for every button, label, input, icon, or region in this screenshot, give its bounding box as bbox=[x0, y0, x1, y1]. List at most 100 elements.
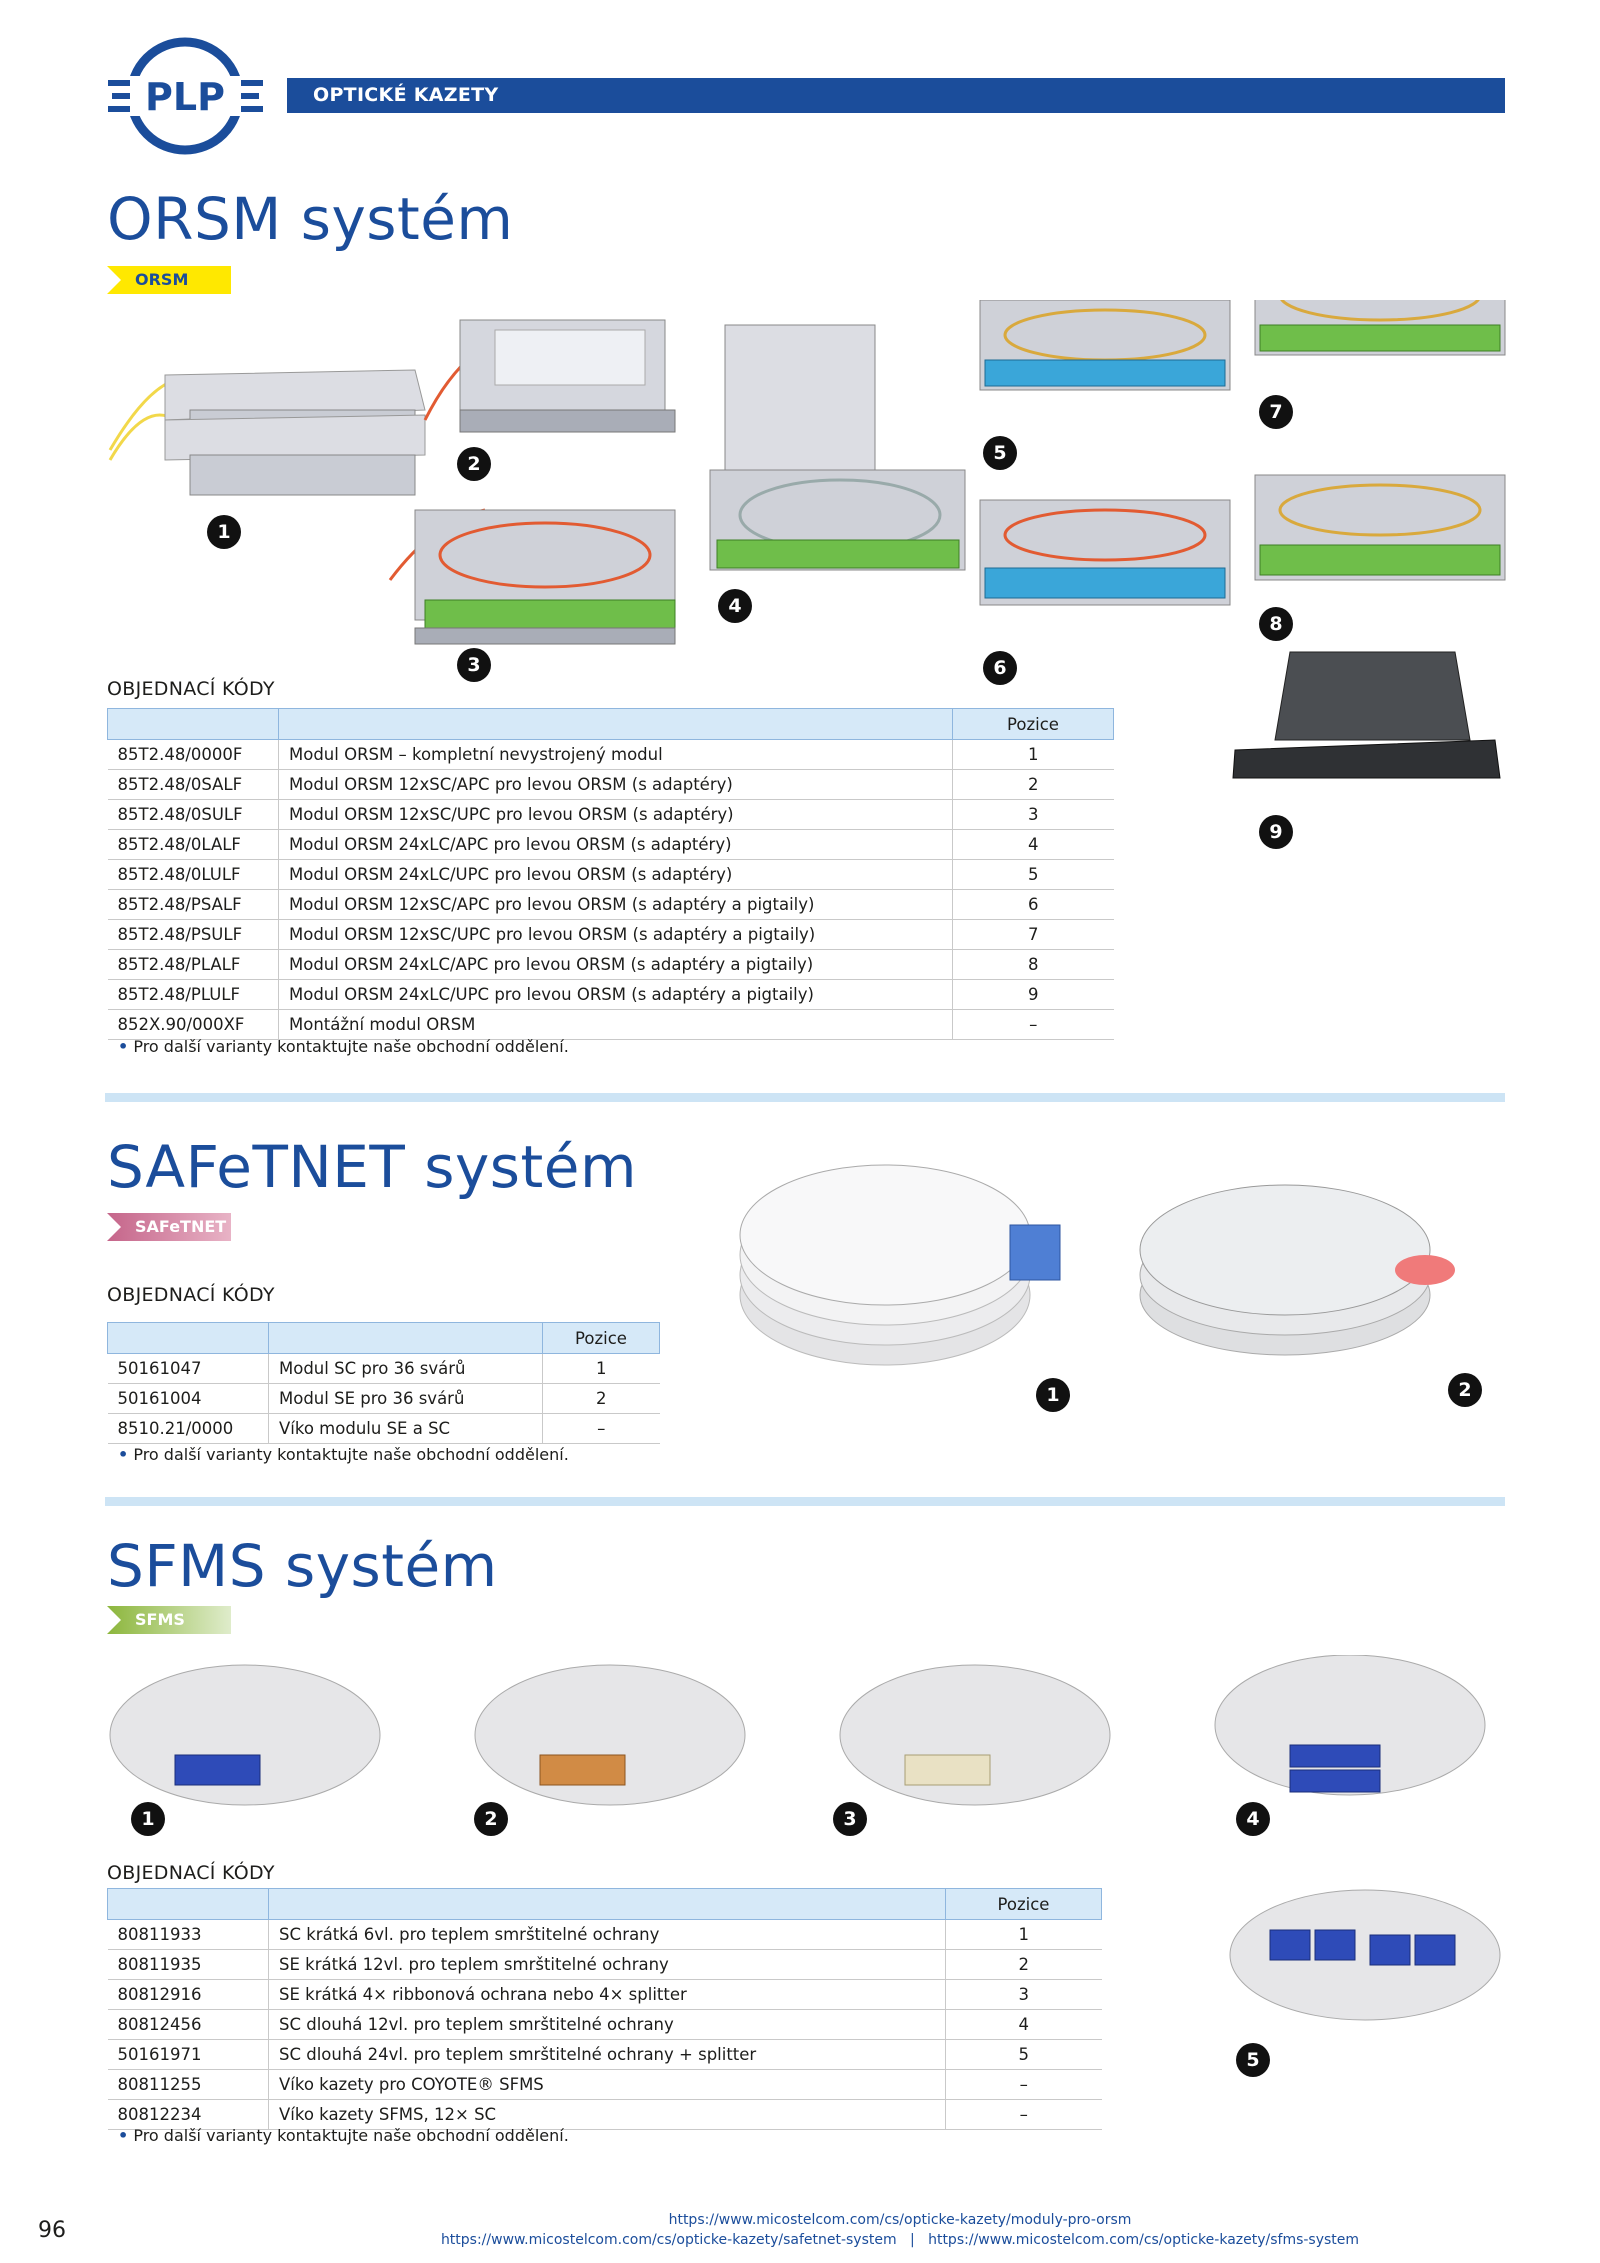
safetnet-tag: SAFeTNET bbox=[107, 1213, 231, 1241]
sfms-image-4 bbox=[1214, 1655, 1486, 1796]
sfms-note: • Pro další varianty kontaktujte naše ob… bbox=[118, 2126, 569, 2145]
table-header-row: Pozice bbox=[107, 708, 1114, 740]
order-code: 8510.21/0000 bbox=[107, 1413, 269, 1444]
table-header-row: Pozice bbox=[107, 1888, 1102, 1920]
sfms-badge-3: 3 bbox=[833, 1802, 867, 1836]
orsm-title: ORSM systém bbox=[107, 185, 514, 253]
order-code: 50161004 bbox=[107, 1383, 269, 1414]
orsm-badge-1: 1 bbox=[207, 515, 241, 549]
position: – bbox=[945, 2099, 1102, 2130]
orsm-image-1 bbox=[108, 369, 426, 496]
sfms-image-2 bbox=[474, 1664, 746, 1806]
pos-header: Pozice bbox=[945, 1888, 1102, 1920]
sfms-badge-5: 5 bbox=[1236, 2043, 1270, 2077]
position: 1 bbox=[542, 1353, 660, 1384]
table-header-row: Pozice bbox=[107, 1322, 660, 1354]
product-description: SE krátká 12vl. pro teplem smrštitelné o… bbox=[268, 1949, 946, 1980]
position: 5 bbox=[952, 859, 1114, 890]
position: – bbox=[952, 1009, 1114, 1040]
product-description: SC krátká 6vl. pro teplem smrštitelné oc… bbox=[268, 1919, 946, 1950]
product-description: Víko kazety pro COYOTE® SFMS bbox=[268, 2069, 946, 2100]
product-description: Modul ORSM 12xSC/UPC pro levou ORSM (s a… bbox=[278, 799, 953, 830]
position: 7 bbox=[952, 919, 1114, 950]
product-description: Modul ORSM 24xLC/UPC pro levou ORSM (s a… bbox=[278, 979, 953, 1010]
sfms-badge-2: 2 bbox=[474, 1802, 508, 1836]
orsm-badge-9: 9 bbox=[1259, 815, 1293, 849]
order-code: 85T2.48/0SALF bbox=[107, 769, 279, 800]
footer-link-orsm[interactable]: https://www.micostelcom.com/cs/opticke-k… bbox=[668, 2212, 1132, 2228]
order-code: 85T2.48/PSULF bbox=[107, 919, 279, 950]
orsm-image-6 bbox=[979, 499, 1231, 606]
safetnet-product-images bbox=[739, 1164, 1455, 1366]
product-description: SC dlouhá 12vl. pro teplem smrštitelné o… bbox=[268, 2009, 946, 2040]
sfms-note-text: Pro další varianty kontaktujte naše obch… bbox=[133, 2126, 569, 2145]
position: 1 bbox=[952, 739, 1114, 770]
footer-link-safetnet[interactable]: https://www.micostelcom.com/cs/opticke-k… bbox=[440, 2232, 897, 2248]
order-code: 50161047 bbox=[107, 1353, 269, 1384]
position: 4 bbox=[952, 829, 1114, 860]
plp-logo: PLP bbox=[108, 37, 263, 155]
position: 5 bbox=[945, 2039, 1102, 2070]
footer-url-1[interactable]: https://www.micostelcom.com/cs/opticke-k… bbox=[400, 2212, 1400, 2228]
safetnet-title: SAFeTNET systém bbox=[107, 1133, 637, 1201]
orsm-badge-7: 7 bbox=[1259, 395, 1293, 429]
order-code: 852X.90/000XF bbox=[107, 1009, 279, 1040]
safetnet-badge-2: 2 bbox=[1448, 1373, 1482, 1407]
pos-header: Pozice bbox=[952, 708, 1114, 740]
order-code: 85T2.48/PLULF bbox=[107, 979, 279, 1010]
product-description: Modul ORSM – kompletní nevystrojený modu… bbox=[278, 739, 953, 770]
orsm-image-3 bbox=[388, 508, 676, 645]
logo-text: PLP bbox=[145, 75, 225, 119]
order-code: 85T2.48/0LULF bbox=[107, 859, 279, 890]
product-description: Modul SE pro 36 svárů bbox=[268, 1383, 543, 1414]
product-description: SE krátká 4× ribbonová ochrana nebo 4× s… bbox=[268, 1979, 946, 2010]
sfms-image-5 bbox=[1229, 1889, 1501, 2021]
product-description: Montážní modul ORSM bbox=[278, 1009, 953, 1040]
orsm-image-8 bbox=[1254, 474, 1506, 581]
orsm-badge-4: 4 bbox=[718, 589, 752, 623]
position: 6 bbox=[952, 889, 1114, 920]
sfms-image-1 bbox=[109, 1664, 381, 1806]
position: 9 bbox=[952, 979, 1114, 1010]
safetnet-note: • Pro další varianty kontaktujte naše ob… bbox=[118, 1445, 569, 1464]
sfms-badge-1: 1 bbox=[131, 1802, 165, 1836]
safetnet-codes-label: OBJEDNACÍ KÓDY bbox=[107, 1284, 275, 1306]
orsm-badge-5: 5 bbox=[983, 436, 1017, 470]
position: 8 bbox=[952, 949, 1114, 980]
orsm-badge-6: 6 bbox=[983, 651, 1017, 685]
order-code: 80812234 bbox=[107, 2099, 269, 2130]
product-description: SC dlouhá 24vl. pro teplem smrštitelné o… bbox=[268, 2039, 946, 2070]
position: 3 bbox=[952, 799, 1114, 830]
orsm-badge-3: 3 bbox=[457, 648, 491, 682]
orsm-note: • Pro další varianty kontaktujte naše ob… bbox=[118, 1037, 569, 1056]
orsm-codes-label: OBJEDNACÍ KÓDY bbox=[107, 678, 275, 700]
position: 4 bbox=[945, 2009, 1102, 2040]
order-code: 85T2.48/PLALF bbox=[107, 949, 279, 980]
order-code: 80811255 bbox=[107, 2069, 269, 2100]
orsm-image-9 bbox=[1232, 651, 1501, 779]
footer-link-sfms[interactable]: https://www.micostelcom.com/cs/opticke-k… bbox=[928, 2232, 1360, 2248]
position: 2 bbox=[952, 769, 1114, 800]
orsm-badge-2: 2 bbox=[457, 447, 491, 481]
sfms-product-images bbox=[109, 1655, 1486, 1806]
sfms-codes-label: OBJEDNACÍ KÓDY bbox=[107, 1862, 275, 1884]
order-code: 85T2.48/PSALF bbox=[107, 889, 279, 920]
order-code: 80811935 bbox=[107, 1949, 269, 1980]
